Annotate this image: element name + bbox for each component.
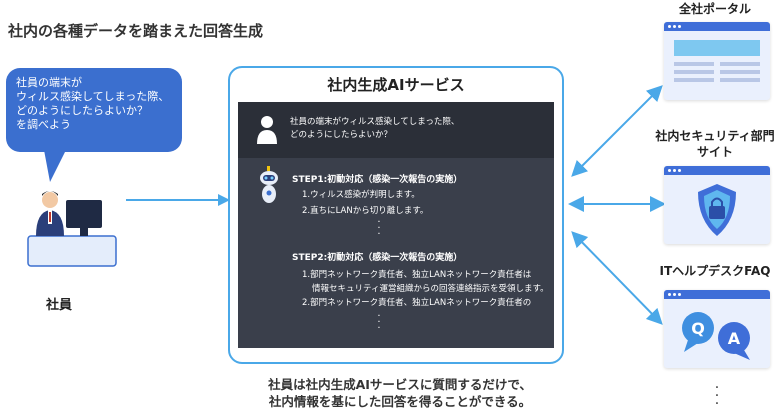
question-line: どのようにしたらよいか？ [290,130,393,140]
step1-item: 1.ウィルス感染が判明します。 [302,190,420,200]
footer-line: 社員は社内生成AIサービスに質問するだけで、 [268,377,532,392]
page-heading: 社内の各種データを踏まえた回答生成 [8,22,264,40]
bidirectional-arrows [568,85,666,325]
bubble-line: 社員の端末が [16,76,82,89]
question-text: 社員の端末がウィルス感染してしまった際、 どのようにしたらよいか？ [290,116,459,142]
step2-item: 1.部門ネットワーク責任者、独立LANネットワーク責任者は [302,270,532,280]
step1-title: STEP1:初動対応（感染一次報告の実施） [292,175,463,185]
user-icon [257,116,277,144]
bubble-line: を調べよう [16,118,71,131]
bubble-tail [44,150,66,182]
portal-icon [664,22,770,100]
source-label-security: 社内セキュリティ部門 サイト [652,128,778,160]
footer-caption: 社員は社内生成AIサービスに質問するだけで、 社内情報を基にした回答を得ることが… [230,376,570,410]
question-area: 社員の端末がウィルス感染してしまった際、 どのようにしたらよいか？ [238,102,554,158]
employee-at-desk-icon [27,191,117,267]
qa-icon: Q A [664,290,770,368]
bubble-line: ウィルス感染してしまった際、 [16,90,170,103]
bubble-line: どのようにしたらよいか？ [16,104,148,117]
speech-bubble: 社員の端末が ウィルス感染してしまった際、 どのようにしたらよいか？ を調べよう [6,68,182,152]
step1-item: 2.直ちにLANから切り離します。 [302,206,429,216]
source-label-line: 社内セキュリティ部門 [655,129,775,143]
arrow-to-service [126,194,230,206]
more-sources-dots: ··· [714,380,720,412]
chat-panel: 社員の端末がウィルス感染してしまった際、 どのようにしたらよいか？ STEP1:… [238,102,554,348]
shield-lock-icon [664,166,770,244]
step2-item: 2.部門ネットワーク責任者、独立LANネットワーク責任者の [302,298,532,308]
step2-title: STEP2:初動対応（感染一次報告の実施） [292,253,463,263]
step2-item: 情報セキュリティ運営組織からの回答連絡指示を受領します。 [312,284,549,294]
source-label-line: 全社ポータル [678,2,751,16]
question-line: 社員の端末がウィルス感染してしまった際、 [290,117,460,127]
source-label-portal: 全社ポータル [662,0,768,17]
source-label-line: サイト [696,145,733,159]
svg-text:A: A [728,329,741,348]
footer-line: 社内情報を基にした回答を得ることができる。 [268,394,532,409]
employee-label: 社員 [46,298,73,313]
svg-text:Q: Q [691,319,705,338]
source-label-faq: ITヘルプデスクFAQ [652,262,778,279]
service-title: 社内生成AIサービス [327,76,465,94]
robot-icon [260,166,278,203]
continuation-dots: ··· [377,217,381,240]
continuation-dots: ··· [377,311,381,334]
source-label-line: ITヘルプデスクFAQ [659,264,771,278]
